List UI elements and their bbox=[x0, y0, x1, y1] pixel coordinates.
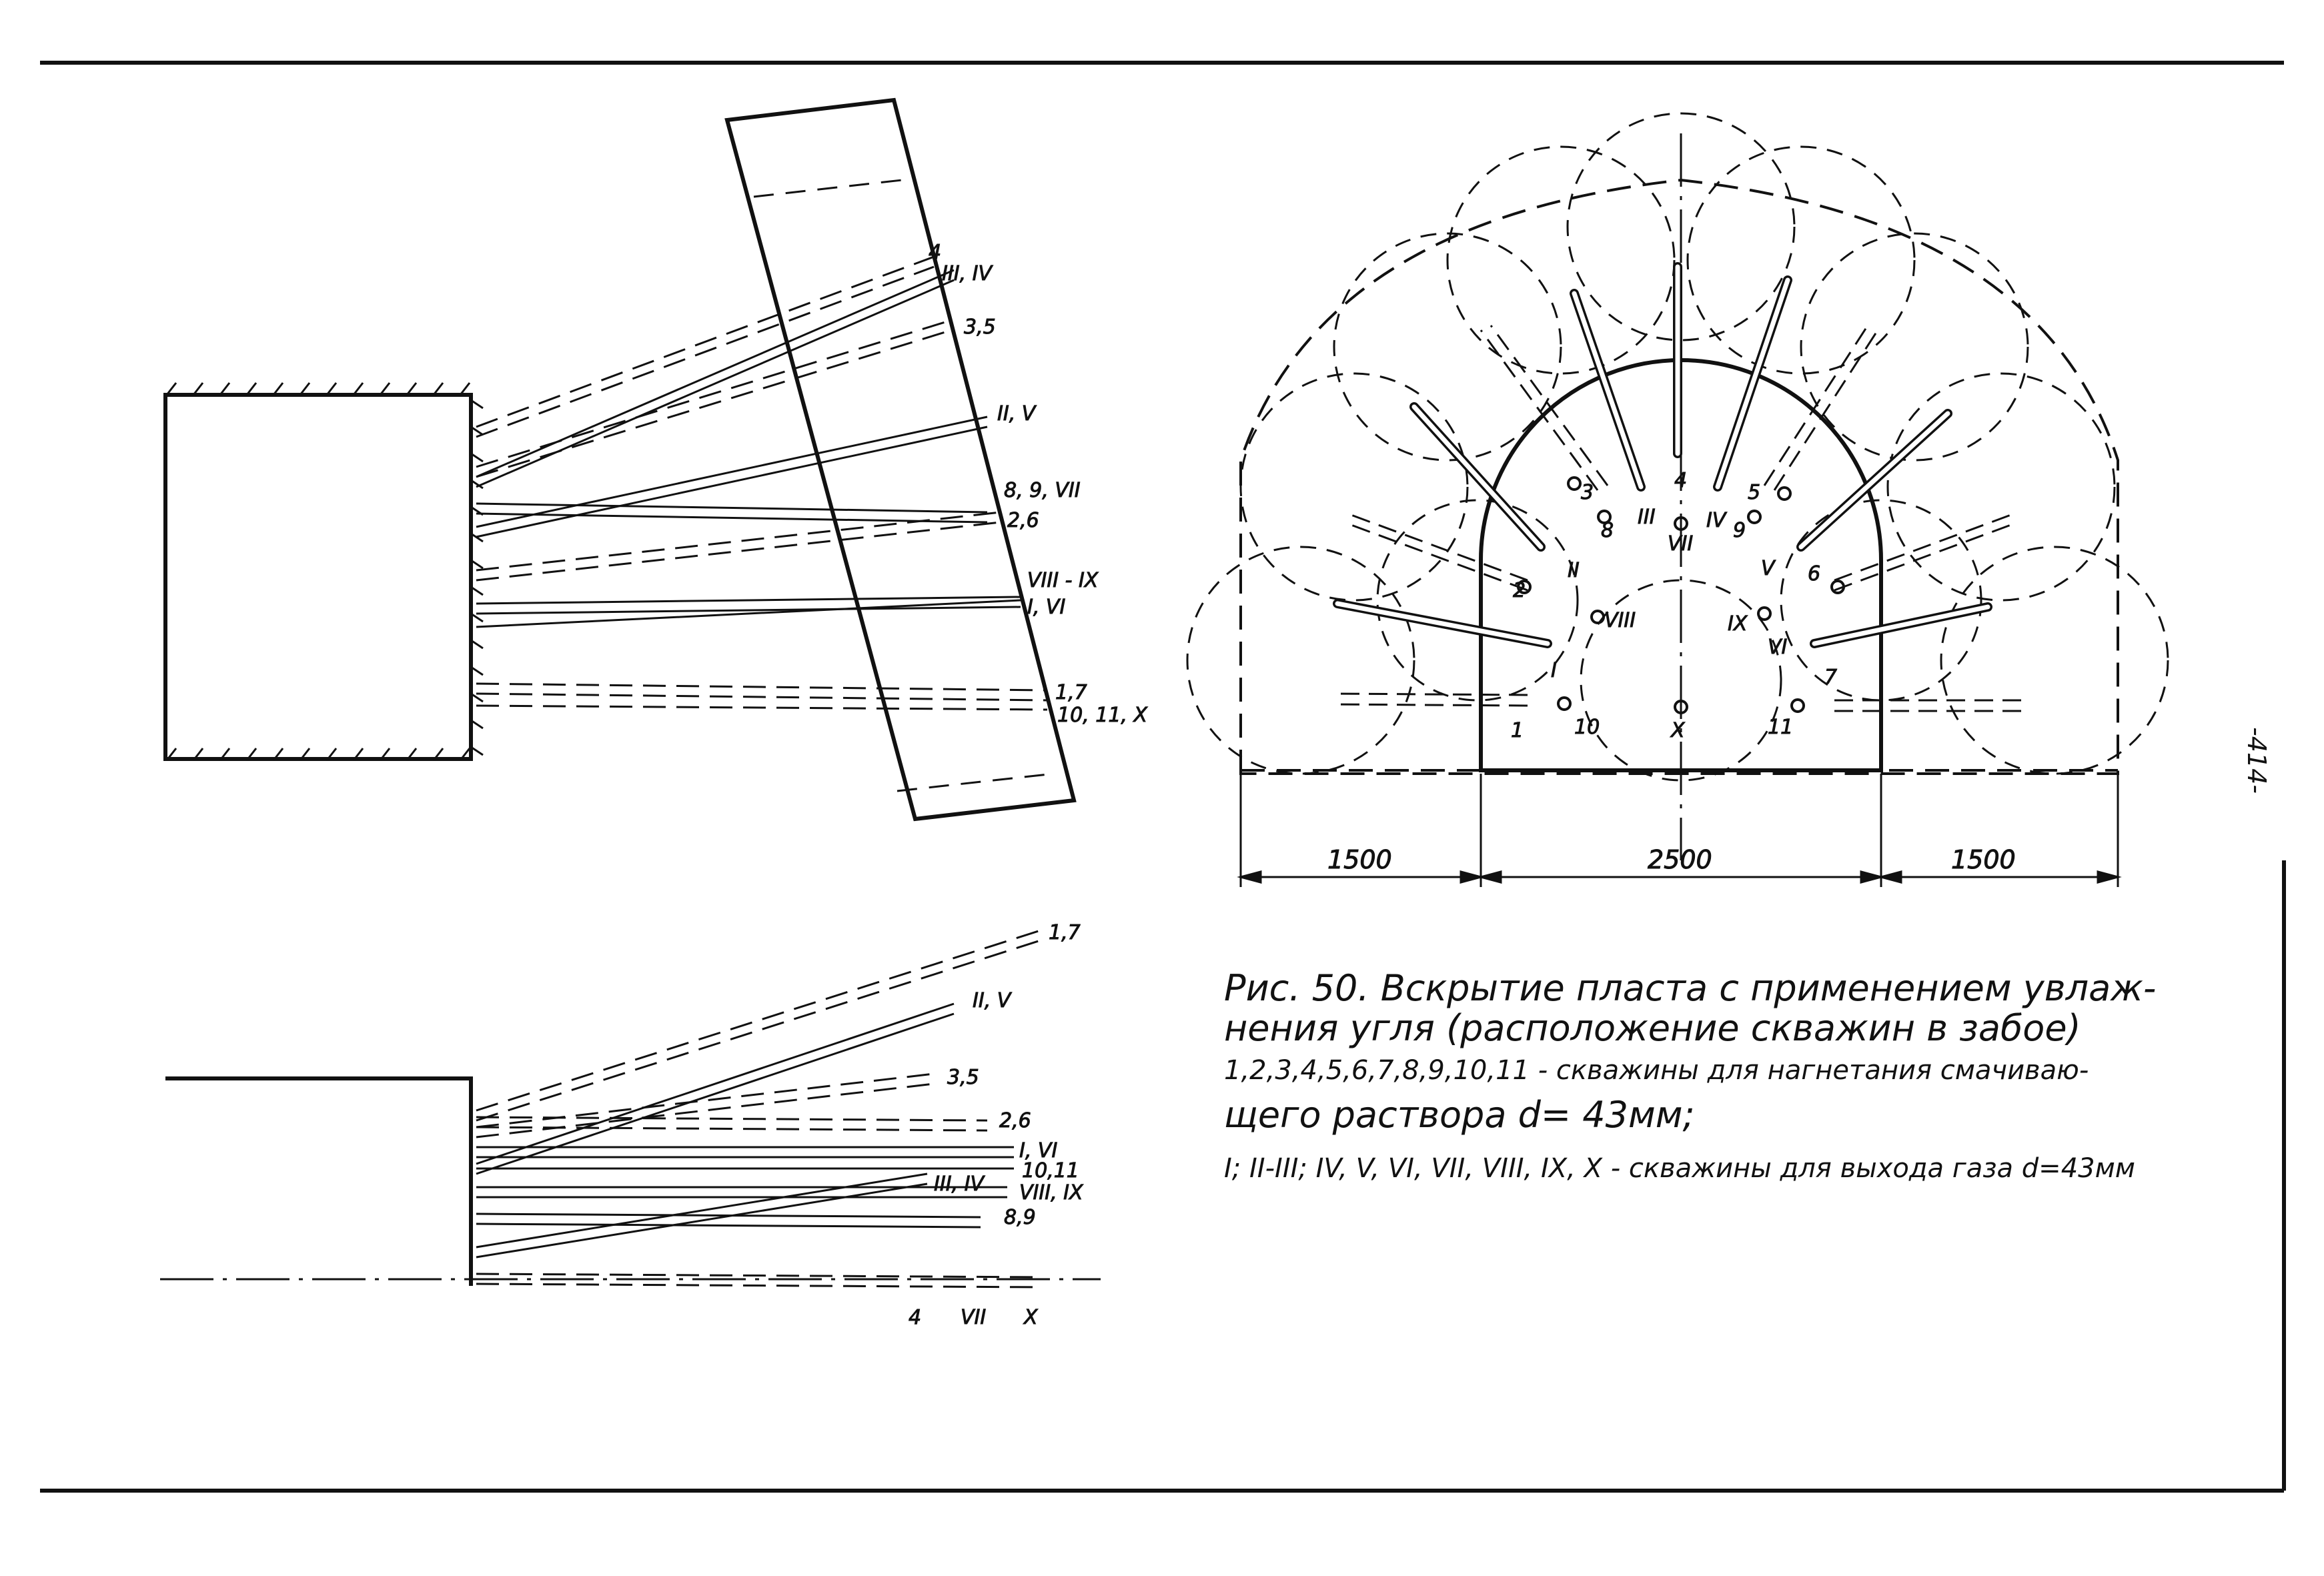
plan-ground-hatch bbox=[165, 382, 484, 761]
face-label-8: 8 bbox=[1601, 519, 1614, 542]
plan-label-1-7: 1,7 bbox=[1055, 681, 1087, 704]
face-label-vii: VII bbox=[1668, 532, 1693, 556]
page-number: -414- bbox=[2242, 727, 2271, 794]
plan-coal-seam bbox=[724, 97, 1077, 822]
section-label-4: 4 bbox=[909, 1306, 921, 1329]
section-view: 1,7 II, V 3,5 2,6 I, VI 10,11 VIII, IX 8… bbox=[160, 921, 1101, 1330]
section-label-x: X bbox=[1023, 1306, 1039, 1329]
face-label-2: 2 bbox=[1513, 579, 1526, 602]
face-label-1: 1 bbox=[1511, 719, 1524, 742]
face-label-ii: II bbox=[1568, 559, 1580, 582]
plan-label-i-vi: I, VI bbox=[1027, 596, 1065, 619]
face-label-9: 9 bbox=[1733, 519, 1746, 542]
section-injection-boreholes bbox=[476, 929, 1041, 1289]
caption-line-2: нения угля (расположение скважин в забое… bbox=[1224, 1007, 2081, 1049]
caption-line-3: 1,2,3,4,5,6,7,8,9,10,11 - скважины для н… bbox=[1224, 1055, 2089, 1086]
plan-label-10-11-x: 10, 11, X bbox=[1057, 704, 1148, 727]
plan-label-2-6: 2,6 bbox=[1007, 509, 1039, 532]
face-label-3: 3 bbox=[1581, 481, 1594, 504]
plan-label-8-9-vii: 8, 9, VII bbox=[1004, 479, 1081, 502]
face-label-x: X bbox=[1670, 719, 1686, 742]
section-label-viii-ix: VIII, IX bbox=[1019, 1181, 1084, 1205]
face-label-4: 4 bbox=[1674, 469, 1687, 492]
section-label-i-vi: I, VI bbox=[1019, 1139, 1057, 1162]
section-label-10-11: 10,11 bbox=[1022, 1159, 1079, 1183]
plan-injection-boreholes bbox=[476, 255, 1048, 711]
face-label-6: 6 bbox=[1808, 562, 1820, 586]
tunnel-outline bbox=[1479, 358, 1883, 772]
section-label-8-9: 8,9 bbox=[1004, 1206, 1036, 1229]
plan-drift-block bbox=[163, 393, 473, 761]
section-gas-boreholes bbox=[476, 1002, 1014, 1259]
dimension-left: 1500 bbox=[1327, 845, 1392, 874]
section-label-ii-v: II, V bbox=[973, 989, 1013, 1012]
section-label-2-6: 2,6 bbox=[999, 1109, 1031, 1132]
face-label-i: I bbox=[1551, 659, 1557, 682]
plan-label-4: 4 bbox=[929, 241, 941, 264]
face-label-10: 10 bbox=[1574, 716, 1600, 739]
caption-line-1: Рис. 50. Вскрытие пласта с применением у… bbox=[1224, 967, 2156, 1009]
face-label-11: 11 bbox=[1768, 716, 1793, 739]
dimension-right: 1500 bbox=[1951, 845, 2016, 874]
face-hole-markers bbox=[1517, 476, 1845, 714]
face-label-iv: IV bbox=[1706, 509, 1728, 532]
section-label-1-7: 1,7 bbox=[1049, 921, 1081, 944]
plan-label-iii-iv: III, IV bbox=[942, 262, 993, 285]
face-label-5: 5 bbox=[1748, 481, 1760, 504]
caption-line-4: щего раствора d= 43мм; bbox=[1224, 1094, 1695, 1136]
plan-label-3-5: 3,5 bbox=[964, 315, 996, 339]
face-label-v: V bbox=[1761, 557, 1776, 580]
dimension-lines bbox=[1237, 774, 2122, 887]
face-label-vi: VI bbox=[1768, 636, 1788, 659]
plan-label-viii-ix: VIII - IX bbox=[1027, 569, 1099, 592]
dimension-center: 2500 bbox=[1648, 845, 1712, 874]
face-label-ix: IX bbox=[1728, 612, 1748, 636]
figure-caption: Рис. 50. Вскрытие пласта с применением у… bbox=[1224, 967, 2156, 1184]
face-view: 1500 2500 1500 1 2 3 4 5 6 7 8 9 10 11 I… bbox=[1186, 112, 2169, 887]
influence-circles bbox=[1186, 112, 2169, 782]
plan-view: 4 III, IV 3,5 II, V 8, 9, VII 2,6 VIII -… bbox=[163, 97, 1149, 822]
face-injection-boreholes bbox=[1333, 325, 2021, 712]
plan-label-ii-v: II, V bbox=[997, 402, 1037, 426]
face-label-iii: III bbox=[1638, 506, 1656, 529]
section-label-vii: VII bbox=[961, 1306, 986, 1329]
face-label-viii: VIII bbox=[1604, 609, 1636, 632]
frame bbox=[40, 61, 2286, 1493]
face-gas-boreholes bbox=[1333, 262, 1992, 648]
face-label-7: 7 bbox=[1824, 666, 1837, 689]
section-drift-block bbox=[165, 1076, 473, 1286]
section-label-3-5: 3,5 bbox=[947, 1066, 979, 1089]
section-label-iii-iv: III, IV bbox=[934, 1172, 985, 1196]
caption-line-5: I; II-III; IV, V, VI, VII, VIII, IX, X -… bbox=[1224, 1153, 2135, 1184]
